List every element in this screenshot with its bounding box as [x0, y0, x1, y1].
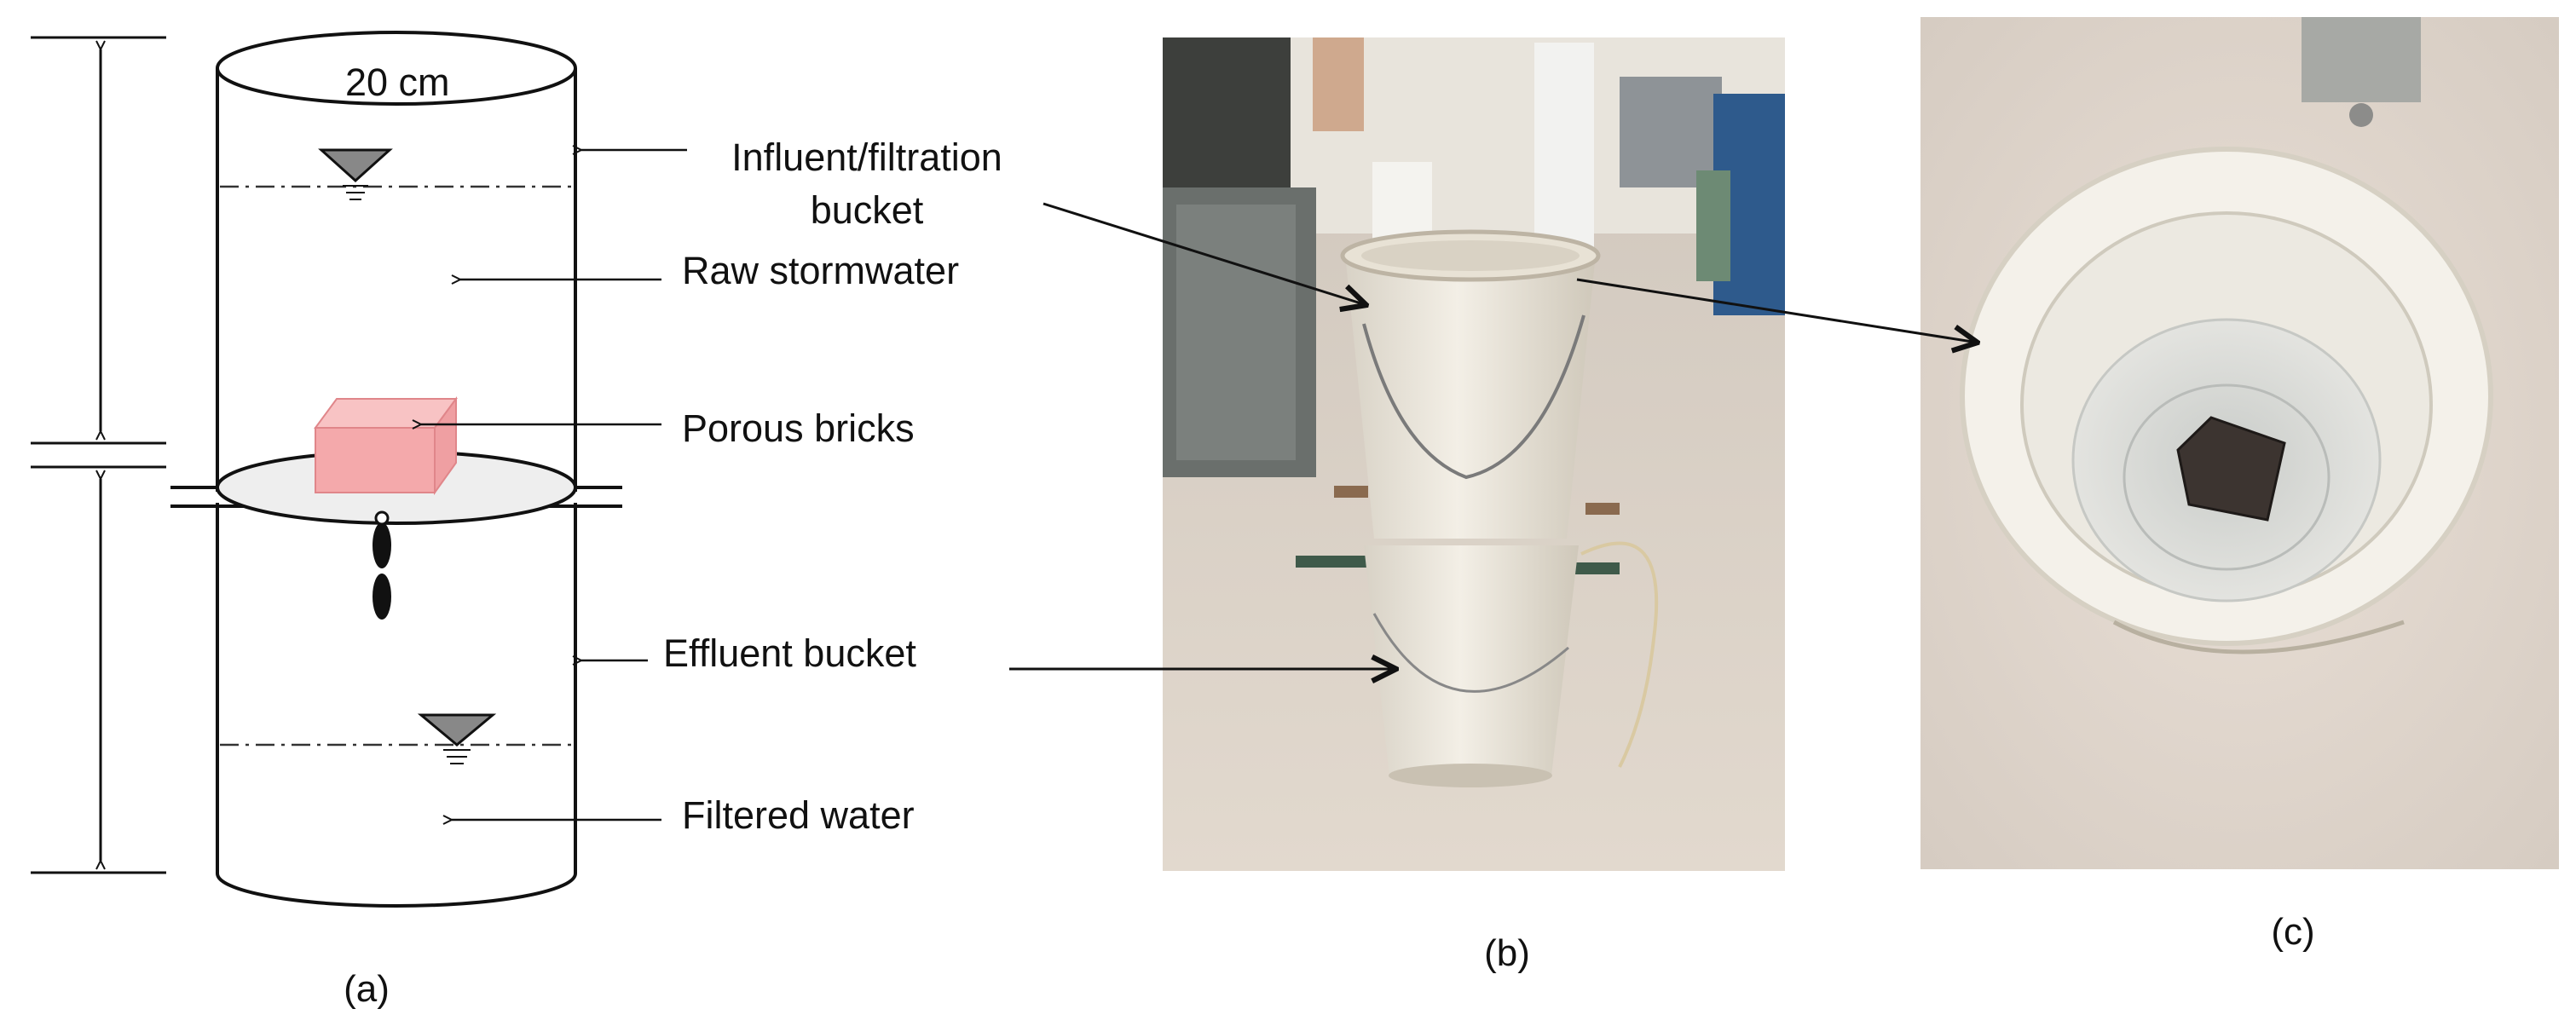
arrow-to-photo-c-bucket — [1576, 278, 1978, 343]
influent-bucket-label-line: bucket — [811, 188, 924, 232]
water-levels — [220, 148, 573, 764]
influent-bucket-drawing — [216, 31, 577, 492]
panel-captions: (a) (b) (c) — [344, 911, 2315, 1010]
water-drops — [373, 510, 391, 620]
photo-b — [1163, 37, 1785, 871]
photo-c — [1920, 17, 2559, 869]
caption-c: (c) — [2271, 911, 2314, 953]
effluent-bucket-drawing — [216, 503, 577, 908]
porous-brick-drawing — [314, 395, 458, 496]
arrow-to-photo-b-bucket — [1043, 202, 1366, 305]
photo-arrows — [1009, 202, 1978, 669]
component-labels: Influent/filtration bucket Raw stormwater… — [663, 135, 1002, 837]
effluent-bucket-label: Effluent bucket — [663, 631, 916, 675]
water-level-upper-icon — [318, 148, 393, 200]
water-level-lower-icon — [417, 713, 497, 764]
porous-bricks-label: Porous bricks — [682, 406, 915, 450]
dimension-lines — [31, 36, 166, 874]
influent-bucket-label: Influent/filtration bucket — [731, 135, 1002, 232]
caption-b: (b) — [1484, 932, 1530, 974]
raw-stormwater-label: Raw stormwater — [682, 249, 959, 292]
caption-a: (a) — [344, 968, 390, 1010]
bucket-top-rim — [216, 31, 577, 106]
influent-bucket-label-line: Influent/filtration — [731, 135, 1002, 179]
label-arrows — [421, 150, 687, 820]
diameter-label: 20 cm — [345, 61, 450, 104]
schematic-panel: 20 cm — [31, 31, 687, 908]
filtered-water-label: Filtered water — [682, 793, 915, 837]
